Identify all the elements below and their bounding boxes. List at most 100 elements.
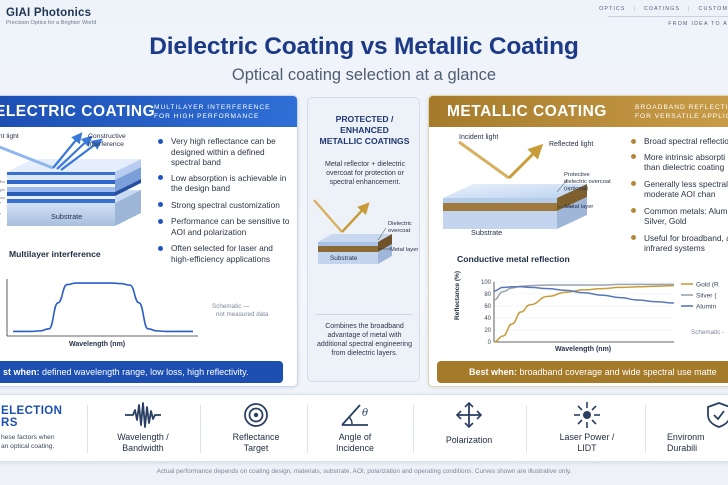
legend-entry: Gold (R — [696, 282, 719, 289]
protected-metal-diagram — [313, 199, 392, 264]
metallic-diagram — [443, 140, 587, 229]
multilayer-diagram — [0, 132, 141, 226]
angle-icon: θ — [341, 404, 368, 426]
list-item: Often selected for laser and high-effici… — [158, 243, 292, 264]
dielectric-bullets: Very high reflectance can be designed wi… — [158, 136, 292, 264]
divider — [413, 405, 414, 453]
multilayer-caption: Multilayer interference — [9, 249, 101, 259]
schematic-note: Schematic - — [691, 329, 725, 336]
nav-item-coatings[interactable]: COATINGS — [643, 6, 681, 12]
factor-laser-power: Laser Power /LIDT — [535, 401, 639, 453]
nav-item-optics[interactable]: OPTICS — [599, 6, 626, 12]
factor-wavelength: Wavelength /Bandwidth — [91, 401, 195, 453]
y-tick-label: 60 — [484, 304, 491, 310]
laser-icon — [574, 402, 600, 428]
incident-light-label: Incident light — [459, 134, 499, 141]
nav-slogan: FROM IDEA TO A — [668, 21, 728, 27]
top-nav: OPTICS| COATINGS| CUSTOM — [599, 6, 728, 12]
y-tick-label: 40 — [484, 316, 491, 322]
layer-tag: er — [0, 201, 1, 209]
list-item: More intrinsic absorpti than dielectric … — [631, 152, 728, 173]
layer-tag: er — [0, 179, 1, 187]
factor-polarization: Polarization — [417, 401, 521, 446]
protected-metallic-summary: Combines the broadband advantage of meta… — [317, 323, 412, 357]
dielectric-reflectance-series — [13, 282, 193, 333]
brand-tagline: Precision Optics for a Brighter World — [6, 20, 97, 26]
factor-label: Laser Power /LIDT — [559, 432, 615, 453]
protected-metallic-description: Metal reflector + dielectric overcoat fo… — [325, 161, 405, 186]
page-title: Dielectric Coating vs Metallic Coating — [149, 33, 579, 60]
list-item: Strong spectral customization — [158, 200, 292, 211]
dielectric-title: ELECTRIC COATING — [0, 103, 156, 120]
layer-tag: er — [0, 190, 1, 198]
protected-metallic-title: PROTECTED / ENHANCED METALLIC COATINGS — [319, 114, 410, 146]
divider — [645, 405, 646, 453]
dielectric-best-when: st when: defined wavelength range, low l… — [0, 361, 283, 383]
wave-icon — [125, 402, 161, 428]
constructive-interference-label: Constructive interference — [88, 133, 126, 148]
protected-metallic-panel: PROTECTED / ENHANCED METALLIC COATINGS M… — [307, 97, 420, 382]
metal-layer-label: Metal layer — [390, 247, 419, 253]
metallic-title: METALLIC COATING — [447, 103, 607, 120]
metal-layer-label: Metal layer — [565, 204, 594, 210]
page-subtitle: Optical coating selection at a glance — [231, 66, 497, 84]
series-line — [493, 283, 674, 301]
metallic-panel: METALLIC COATING BROADBAND REFLECTI FOR … — [428, 95, 728, 387]
divider — [526, 405, 527, 453]
brand: GIAI Photonics Precision Optics for a Br… — [6, 7, 96, 26]
y-tick-label: 80 — [484, 292, 491, 298]
substrate-label: Substrate — [330, 255, 358, 262]
metallic-bullets: Broad spectral reflectio More intrinsic … — [631, 136, 728, 254]
series-line — [493, 284, 675, 343]
list-item: Very high reflectance can be designed wi… — [158, 136, 292, 168]
nav-item-custom[interactable]: CUSTOM — [698, 6, 728, 12]
x-axis-label: Wavelength (nm) — [69, 341, 126, 348]
legend-entry: Alumin — [696, 304, 716, 311]
list-item: Common metals: Alum Silver, Gold — [631, 206, 728, 227]
schematic-note: Schematic — not measured data — [212, 303, 269, 318]
protective-overcoat-label: Protective dielectric overcoat (optional… — [564, 172, 611, 192]
factor-label: Wavelength /Bandwidth — [117, 432, 169, 453]
factors-title: ELECTION RS — [1, 405, 63, 429]
factors-description: hese factors when an optical coating. — [1, 434, 55, 450]
series-line — [493, 286, 675, 304]
y-tick-label: 20 — [484, 328, 491, 334]
shield-icon — [707, 402, 728, 428]
nav-divider — [608, 16, 728, 17]
incident-light-label: ent light — [0, 133, 19, 140]
factor-label: Polarization — [445, 435, 493, 445]
y-axis-label: Reflectance (%) — [454, 270, 461, 320]
list-item: Low absorption is achievable in the desi… — [158, 173, 292, 194]
metallic-best-when: Best when: broadband coverage and wide s… — [437, 361, 728, 383]
list-item: Useful for broadband, and infrared syste… — [631, 233, 728, 254]
divider — [200, 405, 201, 453]
svg-text:θ: θ — [362, 408, 368, 419]
layer-tag: er — [0, 212, 1, 220]
legend-entry: Silver ( — [696, 293, 717, 300]
dielectric-reflectance-chart — [6, 279, 198, 337]
polarization-icon — [455, 401, 483, 429]
divider — [87, 405, 88, 453]
dielectric-subtitle: MULTILAYER INTERFERENCE FOR HIGH PERFORM… — [154, 104, 271, 120]
overcoat-label: Dielectric overcoat — [388, 221, 412, 234]
dielectric-panel: ELECTRIC COATING MULTILAYER INTERFERENCE… — [0, 95, 298, 387]
metal-reflectance-chart: 0 20 40 60 80 100 Gold (R Silver ( Alumin — [481, 280, 719, 346]
selection-factors-bar: ELECTION RS hese factors when an optical… — [0, 394, 728, 462]
x-axis-label: Wavelength (nm) — [555, 346, 612, 353]
reflected-light-label: Reflected light — [549, 141, 594, 148]
divider — [316, 314, 412, 315]
list-item: Performance can be sensitive to AOI and … — [158, 216, 292, 237]
dielectric-header: ELECTRIC COATING MULTILAYER INTERFERENCE… — [0, 96, 297, 127]
divider — [307, 405, 308, 453]
substrate-label: Substrate — [51, 212, 83, 221]
substrate-label: Substrate — [471, 228, 503, 237]
y-tick-label: 100 — [481, 280, 492, 286]
list-item: Broad spectral reflectio — [631, 136, 728, 147]
y-tick-label: 0 — [488, 340, 492, 346]
target-icon — [244, 403, 268, 427]
